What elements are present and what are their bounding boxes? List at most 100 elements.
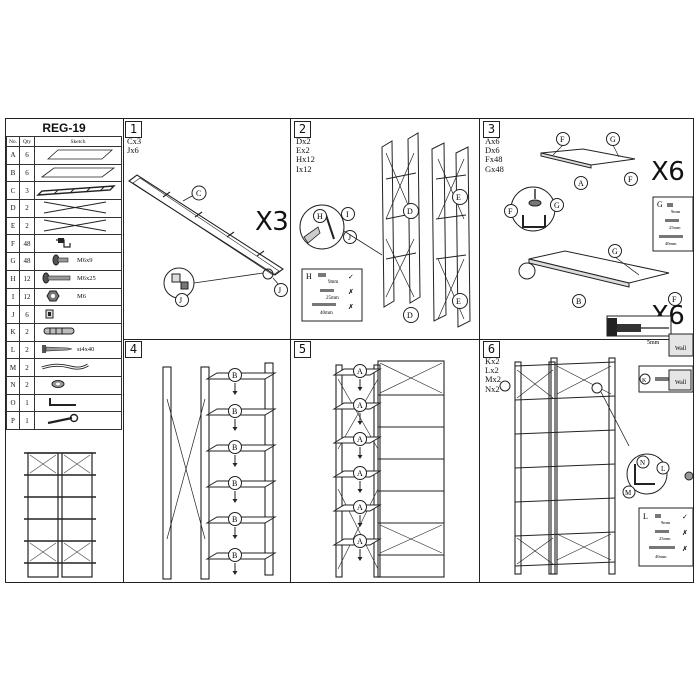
callout-label: B [232,551,237,560]
part-qty-label: Dx6 [485,145,500,156]
svg-text:✗: ✗ [348,303,354,311]
step-parts-list: Cx3 Jx6 [127,136,142,156]
part-qty: 6 [19,163,35,183]
column-divider [290,119,291,582]
svg-text:F: F [628,175,633,184]
svg-text:✓: ✓ [348,273,354,281]
callout-circle [353,364,367,378]
step-3-diagram: F G A F F G B G F G 9mm 25mm 40mm [504,132,694,308]
arrow-head-icon [357,421,363,425]
screw-icon [52,254,69,266]
part-sketch: st4x40 [34,340,122,360]
part-qty-label: Jx6 [127,145,139,156]
callout-circle [353,432,367,446]
svg-text:✓: ✓ [682,513,688,521]
part-qty: 12 [19,269,35,289]
ladder-frame-sketch [36,184,116,196]
callout-circle [228,512,242,526]
step-number: 1 [125,121,142,138]
cross-brace-sketch [43,219,107,232]
svg-text:G: G [554,201,560,210]
part-letter: P [6,411,20,430]
callout-circle [353,500,367,514]
callout-label: A [357,401,363,410]
part-qty-label: Nx2 [485,383,500,394]
callout-label: B [232,407,237,416]
svg-text:H: H [317,212,323,221]
drill-size-label: 5mm [647,340,660,346]
part-qty-label: Fx48 [485,154,503,165]
svg-text:✗: ✗ [682,545,688,553]
callout-circle [353,534,367,548]
step-2-panel: 2 Dx2 Ex2 Hx12 Ix12 [290,119,479,339]
part-qty-label: Hx12 [296,154,315,165]
wrench-icon [47,413,79,424]
part-qty: 6 [19,146,35,165]
callout-label: B [232,515,237,524]
part-qty: 6 [19,305,35,324]
part-spec: M6 [77,292,87,300]
dimension-label: 25mm [659,536,671,541]
part-qty-label: Mx2 [485,374,502,385]
part-qty: 2 [19,340,35,360]
part-qty: 2 [19,358,35,377]
step-number: 3 [483,121,500,138]
multiplier-label: X6 [651,157,685,187]
hex-key-icon [49,397,76,406]
bracket-icon [56,237,71,248]
dimension-label: 40mm [665,241,677,246]
part-letter: K [6,322,20,342]
wood-screw-icon [42,344,73,353]
cross-brace-sketch [43,201,107,214]
arrow-head-icon [357,455,363,459]
callout-circle [353,398,367,412]
part-letter: B [6,163,20,183]
header-sketch: Sketch [34,136,122,147]
tool-detail-box [638,507,694,567]
part-letter: O [6,393,20,413]
part-qty-label: Gx48 [485,163,504,174]
dimension-label: 40mm [320,311,333,316]
step-6-diagram: 5mm Wall K Wall [499,315,694,575]
dimension-label: 25mm [669,225,681,230]
shelf-panel-sketch [40,167,116,178]
header-qty: Qty [19,136,35,147]
part-qty-label: Cx3 [127,136,142,146]
callout-label: B [232,479,237,488]
svg-text:D: D [407,311,413,320]
callout-label: C [196,189,201,198]
arrow-head-icon [232,427,238,431]
arrow-head-icon [232,499,238,503]
callout-label: J [278,286,281,295]
callout-label: A [357,435,363,444]
arrow-head-icon [232,463,238,467]
finished-shelf-sketch [24,452,96,578]
step-3-panel: 3 Ax6 Dx6 Fx48 Gx48 X6 X6 F G A F [479,119,695,339]
part-qty: 2 [19,322,35,342]
detail-magnifier [163,267,195,299]
arrow-head-icon [357,489,363,493]
product-title: REG-19 [42,121,86,135]
step-1-panel: 1 Cx3 Jx6 X3 C J J [123,119,290,339]
part-qty: 3 [19,181,35,201]
part-spec: st4x40 [77,345,95,353]
dimension-label: 9mm [328,280,338,285]
part-qty: 1 [19,393,35,413]
svg-text:B: B [576,297,581,306]
step-2-diagram: D E D E H I J H 9mm 25mm 40mm ✓✗✗ [299,132,471,328]
part-qty-label: Dx2 [296,136,311,146]
part-qty-label: Ex2 [296,145,310,156]
part-qty-label: Ix12 [296,163,312,174]
svg-text:I: I [346,210,349,219]
dimension-label: 40mm [655,554,667,559]
